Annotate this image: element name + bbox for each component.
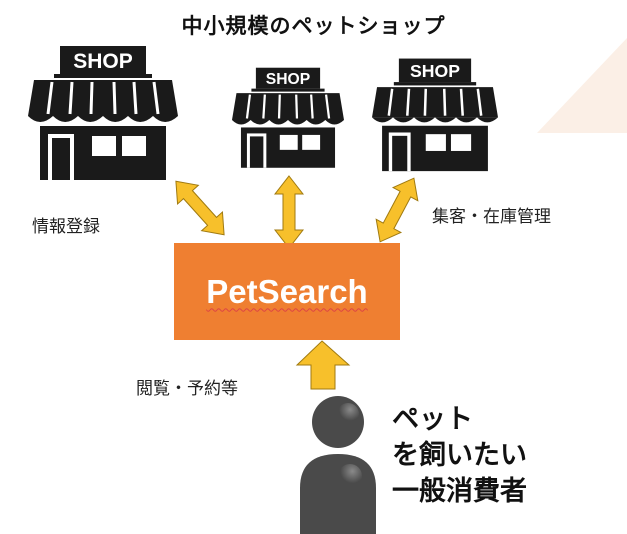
platform-name: PetSearch <box>206 272 368 310</box>
diagram-title: 中小規模のペットショップ <box>181 14 446 38</box>
double-arrow-icon <box>273 175 305 249</box>
double-arrow-icon <box>175 180 225 236</box>
consumer-line-1: ペット <box>392 404 473 435</box>
label-register: 情報登録 <box>32 217 100 237</box>
label-attract-inventory: 集客・在庫管理 <box>432 207 551 227</box>
shop-3-sign: SHOP <box>410 61 460 81</box>
shop-1-sign: SHOP <box>73 50 133 73</box>
decorative-corner-shape <box>537 38 627 133</box>
up-arrow-icon <box>295 340 351 390</box>
shop-1-icon: SHOP <box>28 46 178 180</box>
shop-3-icon: SHOP <box>372 58 498 172</box>
consumer-line-3: 一般消費者 <box>392 476 527 507</box>
shop-2-icon: SHOP <box>232 67 344 168</box>
consumer-label: ペット を飼いたい 一般消費者 <box>392 402 527 510</box>
person-icon <box>300 396 376 534</box>
label-browse-reserve: 閲覧・予約等 <box>136 379 238 399</box>
double-arrow-icon <box>375 177 419 243</box>
shop-2-sign: SHOP <box>266 71 310 88</box>
petsearch-platform-box: PetSearch <box>174 243 400 340</box>
consumer-line-2: を飼いたい <box>392 440 527 471</box>
